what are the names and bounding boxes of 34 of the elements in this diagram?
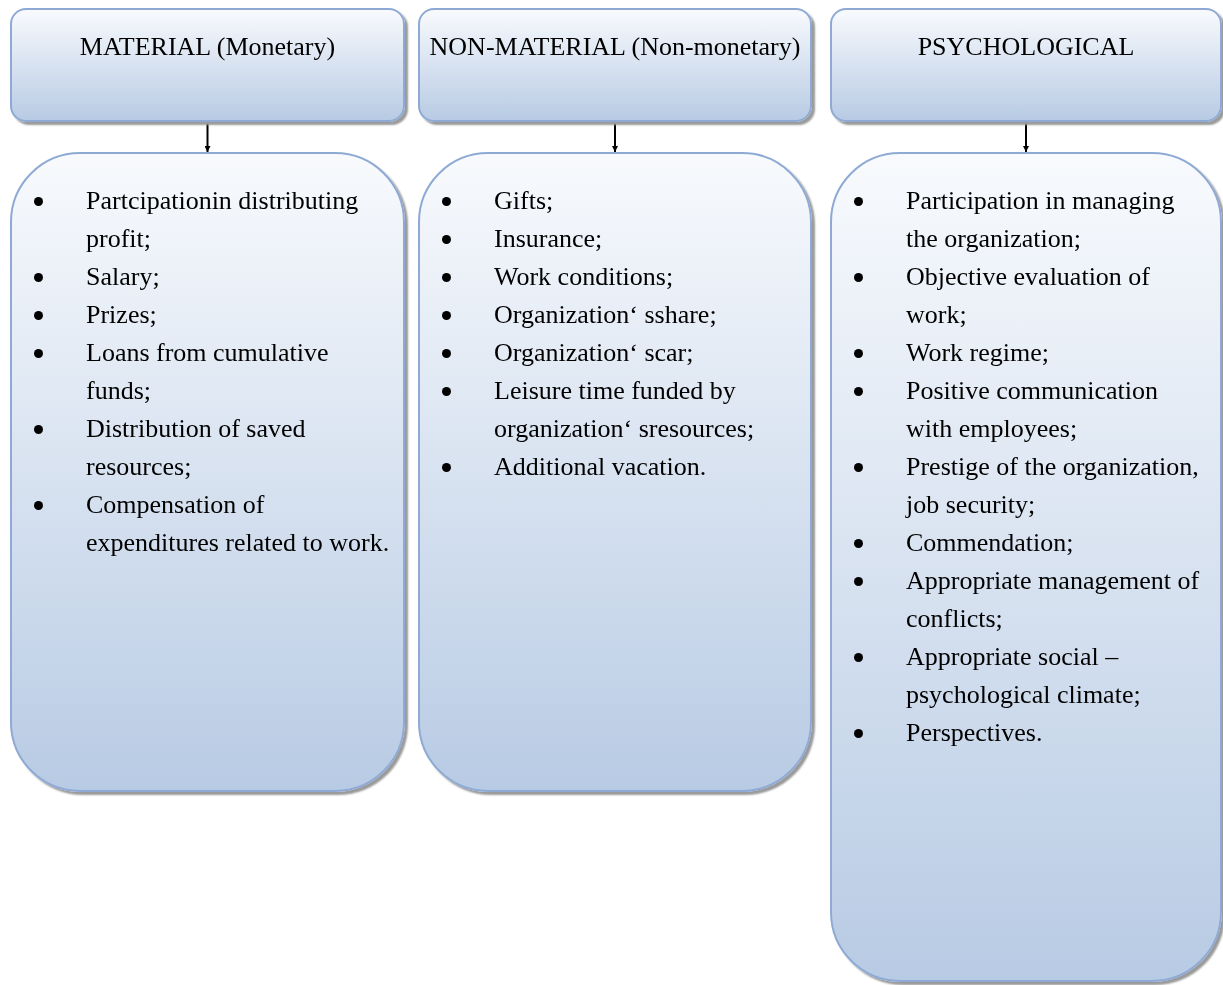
list-item: Distribution of saved resources;: [86, 414, 306, 481]
list-item: Compensation of expenditures related to work.: [86, 490, 390, 557]
list-item: Loans from cumulative funds;: [86, 338, 329, 405]
category-title: PSYCHOLOGICAL: [917, 31, 1135, 63]
list-item: Insurance;: [494, 224, 603, 253]
list-item: Appropriate social – psychological climate;: [906, 642, 1141, 709]
list-item: Organization‘ scar;: [494, 338, 694, 367]
category-box: [418, 8, 812, 122]
list-item: Work regime;: [906, 338, 1050, 367]
list-item: Salary;: [86, 262, 160, 291]
arrow: [1023, 121, 1029, 153]
list-item: Objective evaluation of work;: [906, 262, 1151, 329]
list-item: Partcipationin distributing profit;: [86, 186, 359, 253]
list-item: Commendation;: [906, 528, 1074, 557]
list-item: Organization‘ sshare;: [494, 300, 717, 329]
category-title: NON-MATERIAL (Non-monetary): [429, 31, 801, 63]
list-item: Participation in managing the organization;: [906, 186, 1175, 253]
list-item: Positive communication with employees;: [906, 376, 1159, 443]
list-box: [830, 152, 1222, 982]
list-box: [418, 152, 812, 792]
category-box: [10, 8, 405, 122]
list-item: Additional vacation.: [494, 452, 707, 481]
category-title: MATERIAL (Monetary): [79, 31, 336, 63]
list-item: Prizes;: [86, 300, 157, 329]
list-item: Perspectives.: [906, 718, 1043, 747]
category-box: [830, 8, 1222, 122]
list-item: Work conditions;: [494, 262, 674, 291]
arrow: [612, 121, 618, 153]
list-item: Leisure time funded by organization‘ sresources;: [494, 376, 755, 443]
list-box: [10, 152, 405, 792]
list-item: Prestige of the organization, job security;: [906, 452, 1199, 519]
list-item: Appropriate management of conflicts;: [906, 566, 1200, 633]
arrow: [204, 121, 211, 153]
list-item: Gifts;: [494, 186, 554, 215]
